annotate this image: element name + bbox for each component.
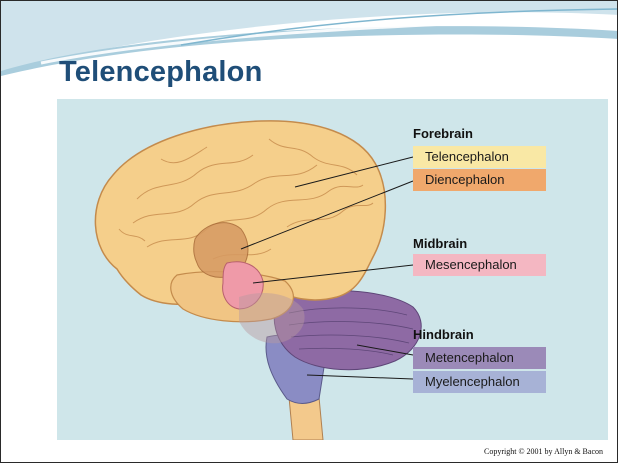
- hindbrain-heading: Hindbrain: [413, 327, 474, 342]
- copyright-notice: Copyright © 2001 by Allyn & Bacon: [484, 447, 603, 456]
- slide-title: Telencephalon: [59, 56, 263, 89]
- brain-diagram: Forebrain Telencephalon Diencephalon Mid…: [57, 99, 608, 440]
- metencephalon-label: Metencephalon: [413, 347, 546, 369]
- midbrain-heading: Midbrain: [413, 236, 467, 251]
- diencephalon-label: Diencephalon: [413, 169, 546, 191]
- telencephalon-label: Telencephalon: [413, 146, 546, 168]
- mesencephalon-label: Mesencephalon: [413, 254, 546, 276]
- myelencephalon-label: Myelencephalon: [413, 371, 546, 393]
- forebrain-heading: Forebrain: [413, 126, 473, 141]
